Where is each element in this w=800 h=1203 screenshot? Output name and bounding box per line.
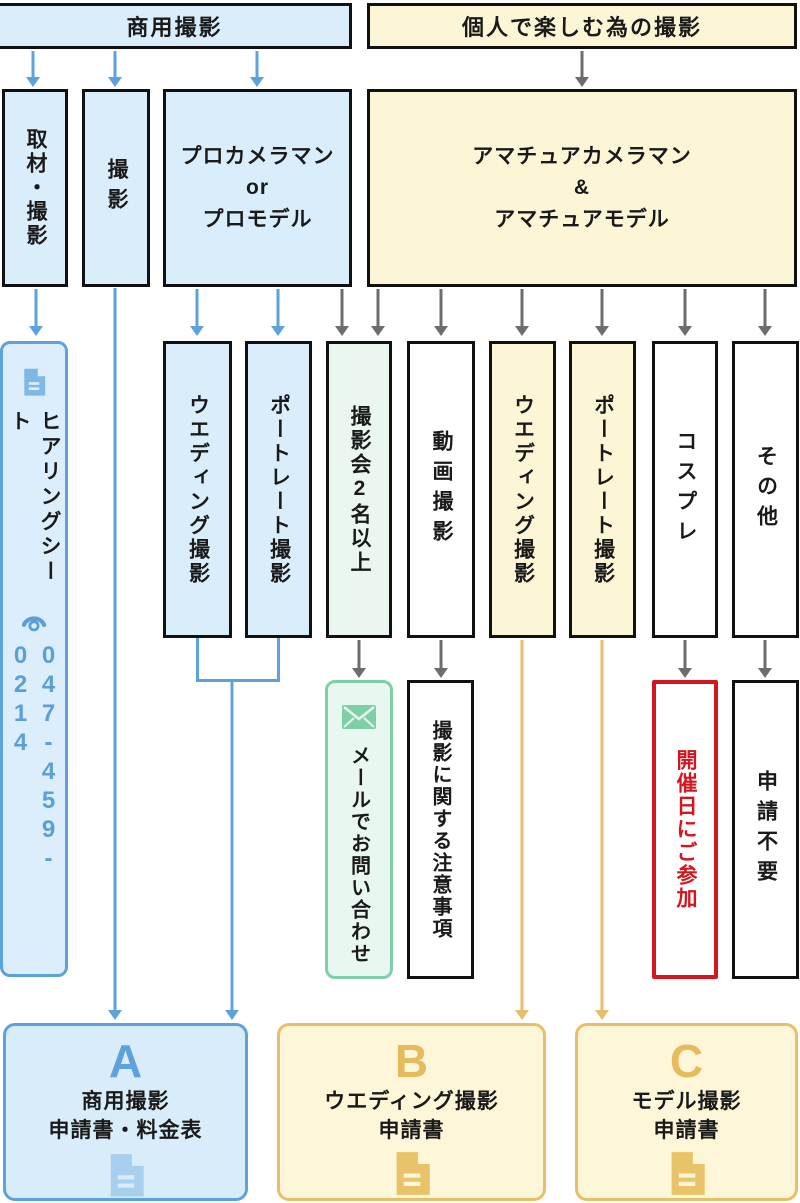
portrait-amateur-label: ポートレート撮影 [591,393,615,586]
box-portrait-amateur: ポートレート撮影 [569,341,636,638]
box-wedding-amateur: ウエディング撮影 [489,341,556,638]
box-amateur: アマチュアカメラマン & アマチュアモデル [367,89,797,287]
arrow-wedding-to-b [515,640,529,1020]
no-application-label: 申請不要 [754,769,778,890]
arrow-group-to-mail [352,640,366,678]
box-pro: プロカメラマン or プロモデル [163,89,352,287]
wedding-amateur-label: ウエディング撮影 [511,393,535,586]
box-mail-contact: メールでお問い合わせ [325,680,393,979]
arrow-commercial-3 [250,51,264,87]
arrow-other-to-noapp [758,640,772,678]
box-notes: 撮影に関する注意事項 [407,680,474,979]
arrow-to-wedding-pro [190,289,204,336]
result-b-letter: B [394,1035,429,1087]
box-other: その他 [732,341,799,638]
event-day-label: 開催日にご参加 [674,749,697,910]
arrow-to-other [758,289,772,336]
connector-portrait-pro-stub [276,638,280,682]
arrow-commercial-1 [26,51,40,87]
box-group-shoot: 撮影会2名以上 [326,341,392,638]
header-commercial: 商用撮影 [0,3,352,49]
box-coverage-shooting: 取材・撮影 [2,89,68,287]
wedding-pro-label: ウエディング撮影 [186,393,210,586]
header-commercial-label: 商用撮影 [126,15,223,40]
amateur-line3: アマチュアモデル [494,207,670,231]
box-video: 動画撮影 [407,341,475,638]
arrow-shooting-to-a [108,288,122,1020]
arrow-video-to-notes [434,640,448,678]
header-personal: 個人で楽しむ為の撮影 [367,3,797,49]
pro-line1: プロカメラマン [180,144,335,168]
amateur-line2: & [573,176,591,200]
header-personal-label: 個人で楽しむ為の撮影 [461,15,702,40]
result-a-letter: A [108,1035,143,1087]
arrow-to-portrait-amateur [595,289,609,336]
cosplay-label: コスプレ [674,429,697,550]
arrow-portrait-to-c [595,640,609,1020]
arrow-to-wedding-amateur [515,289,529,336]
box-no-application: 申請不要 [732,680,799,979]
amateur-line1: アマチュアカメラマン [472,144,692,168]
arrow-personal [575,51,589,87]
document-icon [396,1152,430,1196]
result-b-line2: 申請書 [378,1118,445,1142]
box-cosplay: コスプレ [652,341,718,638]
arrow-cosplay-to-event [678,640,692,678]
document-icon [110,1154,144,1197]
mail-icon [342,705,376,729]
mail-contact-label: メールでお問い合わせ [347,745,370,965]
result-a-line1: 商用撮影 [81,1089,170,1113]
arrow-to-cosplay [678,289,692,336]
video-label: 動画撮影 [430,429,453,550]
box-hearing-sheet: ヒアリングシート 047-459-0214 [0,341,68,977]
box-portrait-pro: ポートレート撮影 [245,341,312,638]
hearing-sheet-label: ヒアリングシート [8,410,61,586]
document-icon [24,368,46,396]
pro-line3: プロモデル [202,207,313,231]
result-b-line1: ウエディング撮影 [324,1089,499,1113]
arrow-to-video [434,289,448,336]
box-result-c: C モデル撮影 申請書 [575,1023,798,1201]
phone-number: 047-459-0214 [7,641,62,874]
phone-icon [21,616,47,632]
arrow-pro-to-group [335,289,349,336]
notes-label: 撮影に関する注意事項 [429,719,451,940]
portrait-pro-label: ポートレート撮影 [267,393,291,586]
arrow-to-hearing [29,289,43,336]
pro-line2: or [246,176,269,200]
document-icon [671,1152,705,1196]
result-a-line2: 申請書・料金表 [48,1118,203,1142]
coverage-shooting-label: 取材・撮影 [24,128,47,248]
group-shoot-label: 撮影会2名以上 [348,404,371,575]
arrow-commercial-2 [108,51,122,87]
shooting-label: 撮影 [105,158,128,218]
box-wedding-pro: ウエディング撮影 [163,341,232,638]
connector-wedding-pro-stub [195,638,199,682]
connector-merge-horizontal [195,679,280,682]
box-result-a: A 商用撮影 申請書・料金表 [3,1023,248,1201]
box-result-b: B ウエディング撮影 申請書 [277,1023,546,1201]
box-event-day: 開催日にご参加 [652,680,718,979]
arrow-to-portrait-pro [271,289,285,336]
arrow-merge-to-a [225,679,239,1020]
result-c-line2: 申請書 [653,1118,720,1142]
arrow-amateur-to-group [371,289,385,336]
result-c-line1: モデル撮影 [631,1089,742,1113]
other-label: その他 [754,444,778,535]
result-c-letter: C [669,1035,704,1087]
box-shooting: 撮影 [82,89,150,287]
